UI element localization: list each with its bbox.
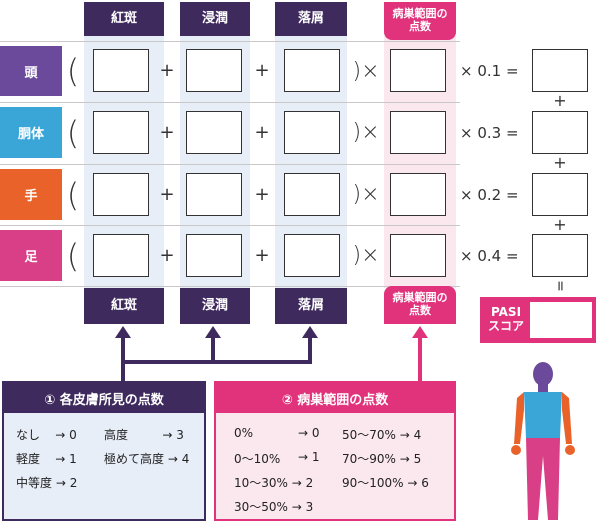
hands-factor: × 0.2 = <box>460 185 519 204</box>
hands-area-input[interactable] <box>390 173 446 216</box>
close-paren-times: )× <box>352 182 380 207</box>
head-infiltration-input[interactable] <box>186 49 242 92</box>
trunk-erythema-input[interactable] <box>93 111 149 154</box>
lesion-area-title: ② 病巣範囲の点数 <box>216 383 454 413</box>
area-item-3: 30〜50% → 3 <box>234 500 314 514</box>
head-scaling-input[interactable] <box>284 49 340 92</box>
head-erythema-input[interactable] <box>93 49 149 92</box>
area-item-0-arrow: → 0 <box>298 426 320 440</box>
legs-erythema-input[interactable] <box>93 234 149 277</box>
header-area-line2: 点数 <box>409 20 431 33</box>
trunk-result-input[interactable] <box>532 111 588 154</box>
trunk-area-input[interactable] <box>390 111 446 154</box>
plus-sign: + <box>553 152 567 172</box>
row-label-head: 頭 <box>0 46 62 96</box>
plus-sign: + <box>159 60 175 81</box>
skin-findings-panel: ① 各皮膚所見の点数 なし → 0 高度 → 3 軽度 → 1 極めて高度 → … <box>2 381 206 521</box>
trunk-infiltration-input[interactable] <box>186 111 242 154</box>
plus-sign: + <box>254 122 270 143</box>
skin-item-mild: 軽度 → 1 <box>16 452 77 466</box>
header-infiltration: 浸潤 <box>180 2 250 36</box>
close-paren-times: )× <box>352 243 380 268</box>
head-result-input[interactable] <box>532 49 588 92</box>
row-label-trunk: 胴体 <box>0 107 62 158</box>
pasi-score-input[interactable] <box>530 302 592 338</box>
open-paren: ( <box>66 113 80 152</box>
area-item-4: 50〜70% → 4 <box>342 428 422 442</box>
open-paren: ( <box>66 175 80 214</box>
area-item-1: 0〜10% <box>234 452 281 466</box>
hands-result-input[interactable] <box>532 173 588 216</box>
footer-erythema: 紅斑 <box>84 288 164 324</box>
skin-item-severe: 高度 → 3 <box>104 428 184 442</box>
hands-infiltration-input[interactable] <box>186 173 242 216</box>
footer-infiltration: 浸潤 <box>180 288 250 324</box>
legs-infiltration-input[interactable] <box>186 234 242 277</box>
close-paren-times: )× <box>352 58 380 84</box>
plus-sign: + <box>553 90 567 110</box>
hands-scaling-input[interactable] <box>284 173 340 216</box>
skin-findings-title: ① 各皮膚所見の点数 <box>4 383 204 413</box>
row-separator <box>0 102 460 103</box>
row-separator <box>0 286 460 287</box>
legs-factor: × 0.4 = <box>460 246 519 265</box>
close-paren-times: )× <box>352 120 380 145</box>
row-separator <box>0 225 460 226</box>
header-erythema: 紅斑 <box>84 2 164 36</box>
legs-area-input[interactable] <box>390 234 446 277</box>
open-paren: ( <box>66 236 80 275</box>
row-separator <box>0 164 460 165</box>
area-item-0: 0% <box>234 426 254 440</box>
plus-sign: + <box>159 245 175 266</box>
open-paren: ( <box>66 52 80 90</box>
lesion-area-body <box>216 413 454 519</box>
pasi-label-line1: PASI <box>490 305 522 319</box>
trunk-factor: × 0.3 = <box>460 123 519 142</box>
area-item-1-arrow: → 1 <box>298 450 320 464</box>
area-item-5: 70〜90% → 5 <box>342 452 422 466</box>
head-factor: × 0.1 = <box>460 61 519 80</box>
row-label-hands: 手 <box>0 169 62 220</box>
lesion-area-panel: ② 病巣範囲の点数 0% → 0 50〜70% → 4 0〜10% → 1 70… <box>214 381 456 521</box>
legs-scaling-input[interactable] <box>284 234 340 277</box>
area-item-2: 10〜30% → 2 <box>234 476 314 490</box>
footer-scaling: 落屑 <box>275 288 347 324</box>
header-scaling: 落屑 <box>275 2 347 36</box>
row-separator <box>0 41 460 42</box>
footer-area: 病巣範囲の 点数 <box>384 286 456 324</box>
skin-item-very-severe: 極めて高度 → 4 <box>104 452 190 466</box>
skin-findings-body <box>4 413 204 519</box>
plus-sign: + <box>254 184 270 205</box>
body-figure-icon <box>511 362 575 520</box>
legs-result-input[interactable] <box>532 234 588 277</box>
hands-erythema-input[interactable] <box>93 173 149 216</box>
pasi-label: PASI スコア <box>484 305 528 334</box>
row-label-legs: 足 <box>0 230 62 281</box>
plus-sign: + <box>159 184 175 205</box>
head-area-input[interactable] <box>390 49 446 92</box>
footer-area-line1: 病巣範囲の <box>392 291 448 305</box>
skin-item-moderate: 中等度 → 2 <box>16 476 78 490</box>
header-area: 病巣範囲の 点数 <box>384 2 456 40</box>
area-item-6: 90〜100% → 6 <box>342 476 429 490</box>
plus-sign: + <box>254 60 270 81</box>
plus-sign: + <box>254 245 270 266</box>
plus-sign: + <box>159 122 175 143</box>
trunk-scaling-input[interactable] <box>284 111 340 154</box>
header-area-line1: 病巣範囲の <box>392 7 448 21</box>
footer-area-line2: 点数 <box>409 304 431 317</box>
skin-item-none: なし → 0 <box>16 428 77 442</box>
pasi-score-panel: PASI スコア <box>480 297 596 343</box>
plus-sign: + <box>553 214 567 234</box>
pasi-label-line2: スコア <box>487 319 524 334</box>
